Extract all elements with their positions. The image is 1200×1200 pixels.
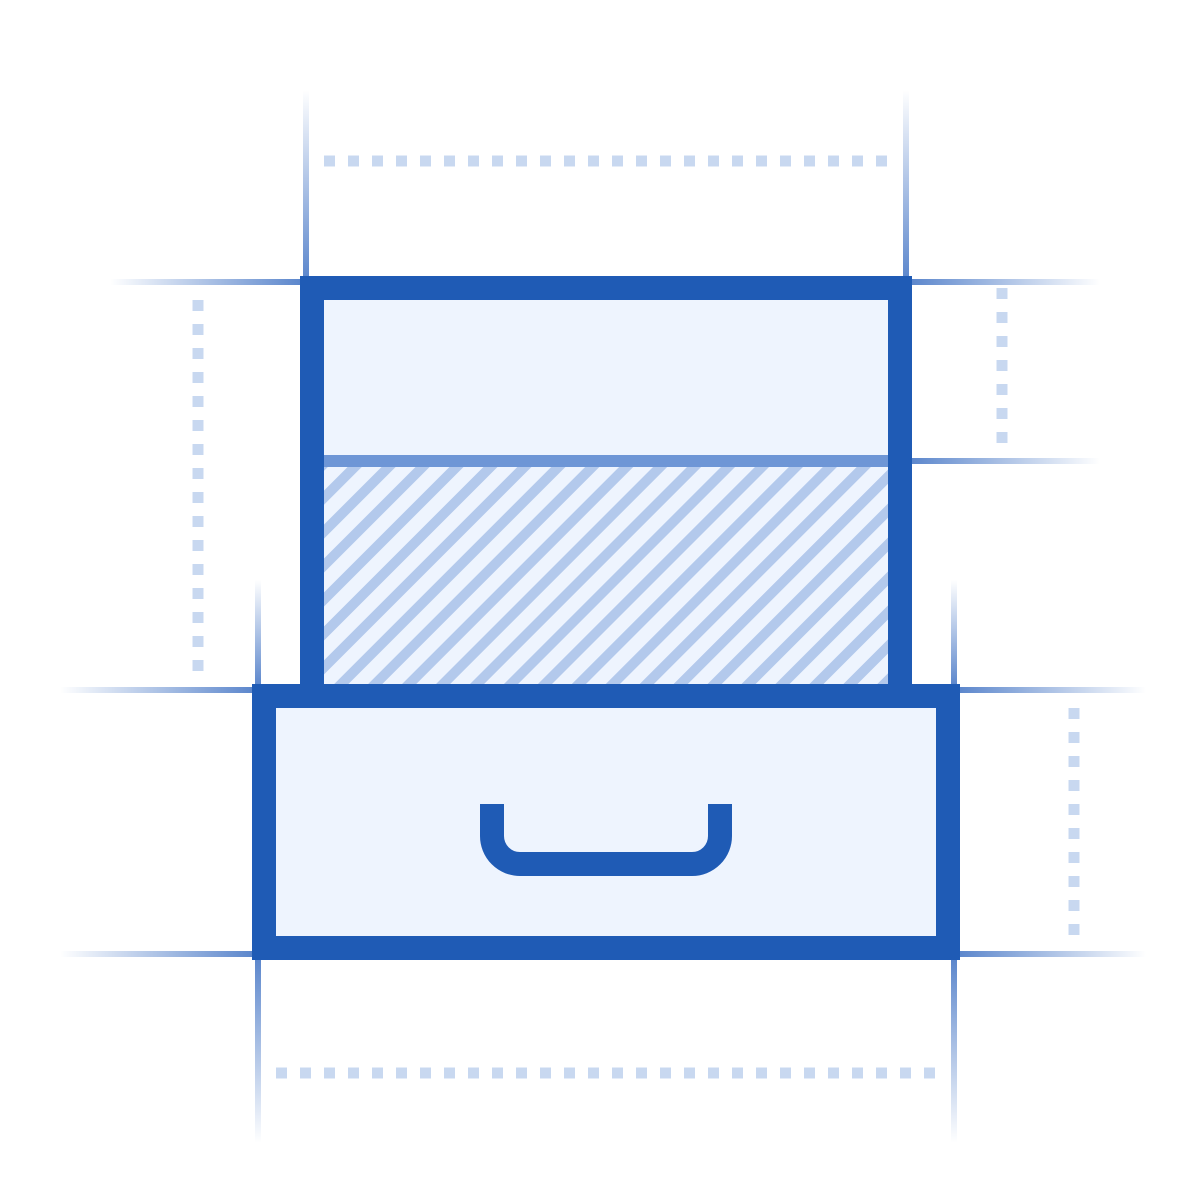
toolbox-top-tray [300, 276, 912, 708]
tray-divider [324, 455, 888, 467]
handle-icon [480, 804, 732, 876]
hatched-area [324, 467, 888, 687]
toolbox-base [252, 684, 960, 960]
